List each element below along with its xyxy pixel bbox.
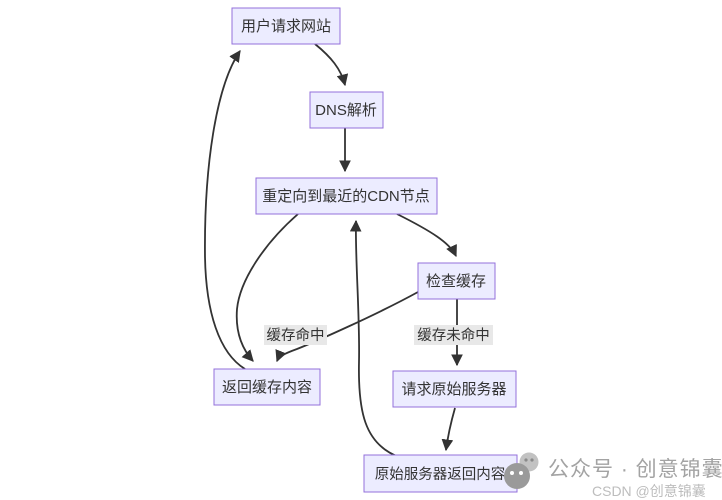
edge-cdn-to-check-cache [396, 213, 457, 258]
edge-label-text: 缓存命中 [267, 326, 325, 344]
node-box [392, 370, 517, 408]
node-box [417, 262, 496, 300]
edge-label-cache-hit: 缓存命中 [264, 325, 327, 345]
edges [204, 43, 463, 458]
node-label: DNS解析 [315, 102, 377, 119]
node-label: 请求原始服务器 [401, 381, 506, 398]
icon-back-dot [530, 458, 534, 462]
icon-front-dot [510, 471, 514, 475]
node-label: 原始服务器返回内容 [375, 466, 506, 483]
watermark: 公众号 · 创意锦囊 CSDN @创意锦囊 [504, 452, 722, 499]
node-label: 检查缓存 [426, 273, 486, 290]
node-return-cache: 返回缓存内容 [213, 368, 321, 406]
node-box [213, 368, 321, 406]
node-origin-return: 原始服务器返回内容 [363, 454, 518, 493]
node-box [231, 7, 341, 45]
edge-user-to-dns [314, 43, 349, 87]
icon-back-dot [524, 458, 528, 462]
edge-label-text: 缓存未命中 [417, 326, 490, 344]
icon-front-dot [519, 471, 523, 475]
edge-label-cache-miss: 缓存未命中 [414, 325, 493, 345]
edge-check-cache-to-return-cache [275, 291, 419, 363]
node-user-request: 用户请求网站 [231, 7, 341, 45]
wechat-official-account-icon [504, 452, 539, 489]
node-request-origin: 请求原始服务器 [392, 370, 517, 408]
node-box [363, 454, 518, 493]
edge-origin-return-to-cdn [349, 219, 400, 458]
edge-label-bg [414, 325, 493, 345]
node-box [255, 177, 438, 215]
node-check-cache: 检查缓存 [417, 262, 496, 300]
watermark-text: 公众号 · 创意锦囊 [548, 458, 722, 481]
node-box [309, 91, 384, 129]
edge-label-bg [264, 325, 327, 345]
edge-request-origin-to-origin-return [441, 407, 456, 452]
node-label: 返回缓存内容 [222, 379, 312, 396]
node-cdn: 重定向到最近的CDN节点 [255, 177, 438, 215]
node-dns: DNS解析 [309, 91, 384, 129]
node-label: 重定向到最近的CDN节点 [262, 188, 430, 205]
edge-return-cache-to-user [204, 50, 246, 370]
icon-front-bubble [504, 463, 530, 489]
edge-cdn-to-return-cache [235, 213, 299, 362]
node-label: 用户请求网站 [241, 18, 331, 35]
watermark-csdn-text: CSDN @创意锦囊 [592, 483, 706, 499]
